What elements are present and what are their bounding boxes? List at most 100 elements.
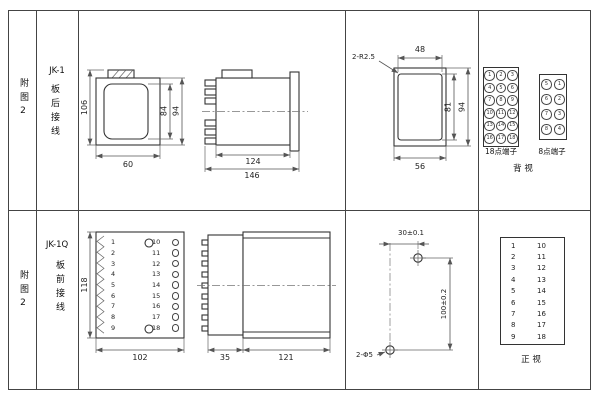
pin-number: 16 [152,301,179,312]
dim-jk1q-height: 118 [80,277,89,292]
terminal-number: 8 [511,321,516,330]
dim-hole-offset-y: 100±0.2 [440,289,448,319]
terminal-circle: 7 [484,95,495,106]
terminal-circle: 11 [495,108,507,119]
terminal-circle: 8 [495,95,507,106]
pin-number: 1 [111,238,116,247]
jk1q-drilling-plan: 30±0.1 100±0.2 2-Φ5 [356,229,453,359]
terminal-number: 7 [511,310,516,319]
dim-hole-offset-x: 30±0.1 [398,229,424,237]
jk1-panel-cutout: 2-R2.5 48 81 94 56 [352,45,471,171]
label-18pt-terminal: 18点端子 [484,147,518,156]
pin-number: 15 [152,290,179,301]
model-label-jk1: JK-1 [49,66,65,76]
dim-jk1-height-body: 94 [172,106,181,116]
terminal-circle: 4 [484,82,495,94]
jk1-front-view: 106 84 94 60 [80,69,185,169]
terminal-circle: 1 [554,79,565,90]
terminal-table-col-2: 10 11 12 13 14 15 16 17 18 [537,238,557,344]
note-hole-size: 2-Φ5 [356,351,373,359]
dim-cutout-height-inner: 81 [444,102,453,112]
figure-label-bottom: 附图2 [18,270,28,313]
label-8pt-terminal: 8点端子 [538,147,566,156]
pin-number: 5 [111,281,116,290]
terminal-circle: 6 [507,82,518,94]
pin-number: 12 [152,258,179,269]
pin-number: 7 [111,302,116,311]
dim-jk1-depth-body: 124 [245,157,260,166]
pin-number: 14 [152,280,179,291]
pin-number: 17 [152,312,179,323]
terminal-circle: 2 [554,94,565,105]
dim-jk1-height-total: 106 [80,100,89,115]
terminal-circle: 13 [484,120,495,132]
terminal-circle: 3 [507,70,518,81]
pin-number: 3 [111,259,116,268]
label-front-view: 正 视 [521,355,541,365]
terminal-circle: 5 [495,82,507,94]
terminal-circle: 14 [495,120,507,132]
terminal-circle: 15 [507,120,518,132]
terminal-circle: 16 [484,133,495,144]
pin-number: 8 [111,313,116,322]
terminal-circle: 1 [484,70,495,81]
terminal-circle: 5 [541,79,552,90]
terminal-circle: 9 [507,95,518,106]
dim-jk1q-width: 102 [132,353,147,362]
dim-cutout-width-inner: 48 [415,45,425,54]
label-rear-view: 背 视 [513,164,533,174]
table-frame [8,10,591,390]
dim-cutout-width-outer: 56 [415,162,425,171]
pin-number: 18 [152,323,179,334]
pin-number: 2 [111,249,116,258]
note-cutout-radius: 2-R2.5 [352,53,375,61]
dim-jk1q-depth-body: 121 [278,353,293,362]
terminal-number: 12 [537,264,546,273]
terminal-number: 10 [537,241,546,250]
wiring-label-front: 板前接线 [54,260,64,316]
terminal-number: 13 [537,275,546,284]
terminal-circle: 7 [541,109,552,120]
terminal-circle: 6 [541,94,552,105]
dim-cutout-height-outer: 94 [458,102,467,112]
terminal-circle: 18 [507,133,518,144]
pin-number: 10 [152,237,179,248]
pin-number: 4 [111,270,116,279]
terminal-number: 4 [511,275,516,284]
terminal-number: 18 [537,332,546,341]
terminal-circle: 10 [484,108,495,119]
terminal-number: 9 [511,332,516,341]
dim-jk1-height-window: 84 [160,106,169,116]
terminal-number: 11 [537,253,546,262]
figure-label-top: 附图2 [18,78,28,121]
terminal-number: 5 [511,287,516,296]
jk1q-side-view: 35 121 [197,231,336,362]
terminal-number: 14 [537,287,546,296]
terminal-number: 3 [511,264,516,273]
terminal-number: 17 [537,321,546,330]
model-label-jk1q: JK-1Q [45,240,69,250]
jk1-side-view: 124 146 [202,69,308,180]
terminal-circle: 3 [554,109,565,120]
pin-number: 9 [111,323,116,332]
terminal-circle: 4 [554,124,565,135]
terminal-circle: 17 [495,133,507,144]
dim-jk1q-depth-terminal: 35 [220,353,230,362]
terminal-number: 1 [511,241,516,250]
terminal-number: 15 [537,298,546,307]
terminal-number: 2 [511,253,516,262]
terminal-number: 16 [537,310,546,319]
pin-number: 13 [152,269,179,280]
terminal-circle: 8 [541,124,552,135]
dim-jk1-depth-total: 146 [244,171,259,180]
wiring-label-rear: 板后接线 [49,84,59,140]
pin-number: 6 [111,291,116,300]
dim-jk1-width: 60 [123,160,133,169]
